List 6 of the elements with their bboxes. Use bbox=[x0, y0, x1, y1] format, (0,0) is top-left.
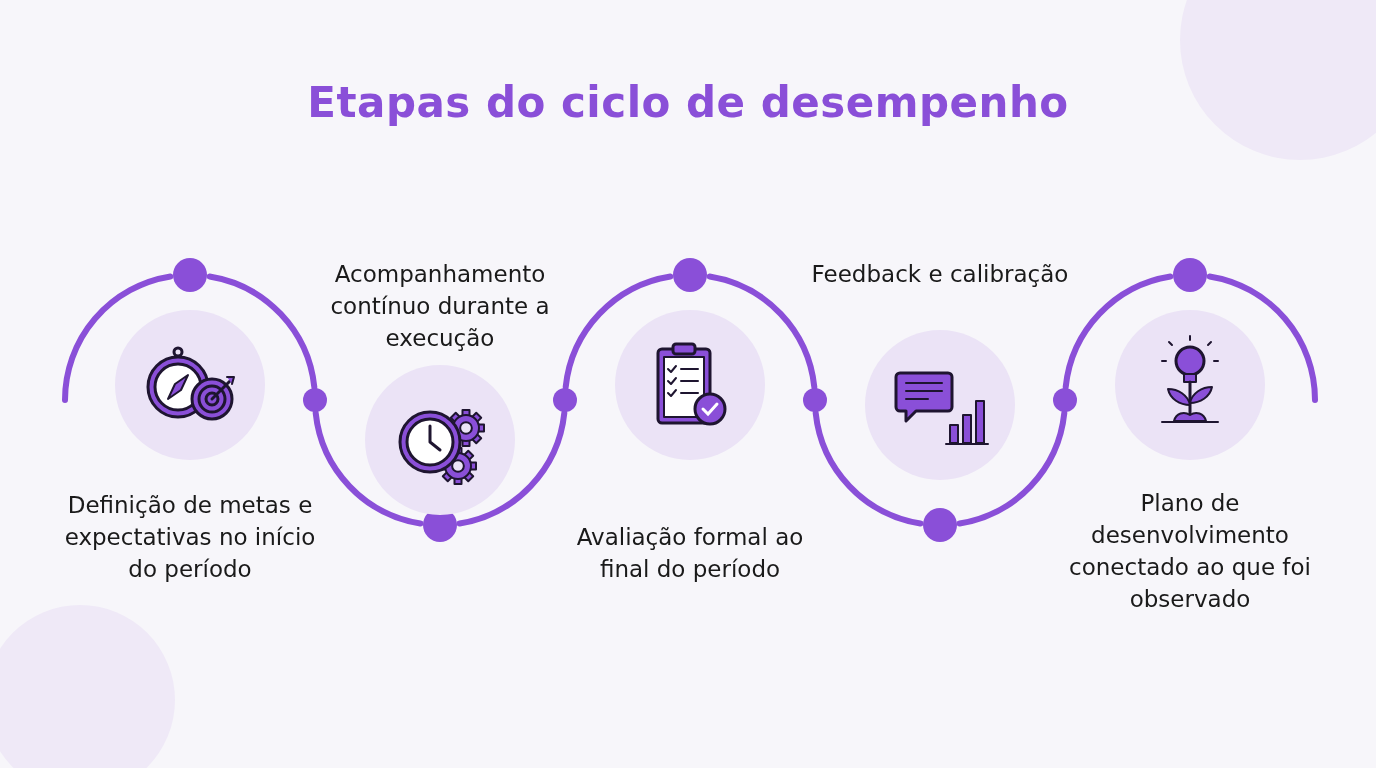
step-label: Feedback e calibração bbox=[810, 260, 1070, 289]
step-label: Plano de desenvolvimento conectado ao que foi observado bbox=[1068, 489, 1312, 614]
step-label: Avaliação formal ao final do período bbox=[575, 523, 805, 584]
step-label: Definição de metas e expectativas no início do período bbox=[63, 491, 317, 584]
title: Etapas do ciclo de desempenho bbox=[307, 78, 1069, 127]
step-label: Acompanhamento contínuo durante a execução bbox=[329, 260, 551, 353]
